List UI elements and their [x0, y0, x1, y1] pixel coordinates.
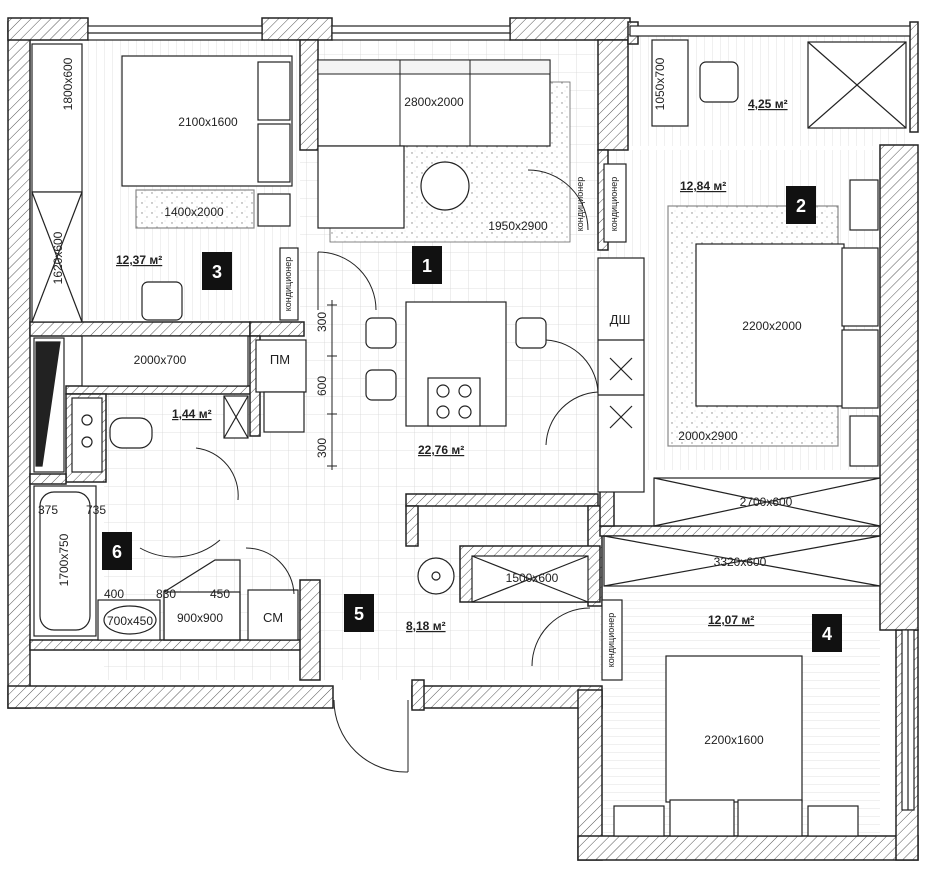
badge-room3-text: 3 — [212, 262, 222, 282]
badge-room1-text: 1 — [422, 256, 432, 276]
windows — [87, 25, 915, 811]
room3-furniture — [31, 43, 299, 387]
room4-furniture — [601, 535, 881, 837]
ac-label-living: кондиционер — [575, 177, 585, 231]
room5-area: 8,18 м² — [406, 619, 446, 633]
badge-room3 — [202, 252, 232, 290]
ac-label-room2: кондиционер — [609, 177, 619, 231]
coffee-table — [420, 161, 470, 211]
living-rug — [317, 59, 571, 243]
dim-400: 400 — [104, 587, 124, 601]
wardrobe-hall-label: 1500x600 — [506, 571, 559, 585]
badge-room5 — [344, 594, 374, 632]
rug-living-label: 1950x2900 — [488, 219, 548, 233]
badge-room2 — [786, 186, 816, 224]
room2-furniture — [603, 163, 881, 527]
room2-area: 12,84 м² — [680, 179, 726, 193]
rug-room3-label: 1400x2000 — [164, 205, 224, 219]
dim-600: 600 — [315, 376, 329, 396]
doors — [139, 169, 599, 773]
dim-375: 375 — [38, 503, 58, 517]
washer-sm-label: СМ — [263, 610, 283, 625]
room-badges: 3 1 2 4 5 6 — [102, 186, 842, 652]
balcony-area: 4,25 м² — [748, 97, 788, 111]
balcony-furniture — [651, 39, 907, 129]
wardrobe-room2-label: 2700x600 — [740, 495, 793, 509]
ac-label-room4: кондиционер — [606, 613, 616, 667]
badge-room6 — [102, 532, 132, 570]
badge-room6-text: 6 — [112, 542, 122, 562]
room1-area: 22,76 м² — [418, 443, 464, 457]
kitchen-island — [365, 301, 547, 427]
bed-room3-label: 2100x1600 — [178, 115, 238, 129]
ac-label-room3: кондиционер — [283, 257, 293, 311]
kitchen-cabinets — [597, 257, 645, 493]
dim-735: 735 — [86, 503, 106, 517]
bath-label: 1700x750 — [57, 533, 71, 586]
dim-450: 450 — [210, 587, 230, 601]
sofa-chaise — [317, 145, 405, 229]
kitchen-dim-line — [327, 300, 337, 470]
badge-room1 — [412, 246, 442, 284]
balcony-table-label: 1050x700 — [653, 57, 667, 110]
bath-furniture — [33, 337, 249, 641]
dim-300a: 300 — [315, 312, 329, 332]
sink-bath-label: 700x450 — [107, 614, 153, 628]
badge-room2-text: 2 — [796, 196, 806, 216]
dim-300b: 300 — [315, 438, 329, 458]
badge-room4 — [812, 614, 842, 652]
hall-furniture — [247, 339, 589, 641]
shower-label: 900x900 — [177, 611, 223, 625]
bed-room4-label: 2200x1600 — [704, 733, 764, 747]
labels: 2800x2000 1950x2900 2100x1600 1400x2000 … — [38, 57, 802, 747]
badge-room5-text: 5 — [354, 604, 364, 624]
wardrobe-room3-hall-label: 2000x700 — [134, 353, 187, 367]
wardrobe-room3-bottom-label: 1620x600 — [51, 231, 65, 284]
dim-830: 830 — [156, 587, 176, 601]
wc-area: 1,44 м² — [172, 407, 212, 421]
rug-room2-label: 2000x2900 — [678, 429, 738, 443]
room4-area: 12,07 м² — [708, 613, 754, 627]
bed-room2-label: 2200x2000 — [742, 319, 802, 333]
badge-room4-text: 4 — [822, 624, 832, 644]
wardrobe-room3-top-label: 1800x600 — [61, 57, 75, 110]
dishwasher-label: ДШ — [610, 312, 631, 327]
washer-pm-label: ПМ — [270, 352, 290, 367]
wardrobe-room4-label: 3320x600 — [714, 555, 767, 569]
sofa-label: 2800x2000 — [404, 95, 464, 109]
room3-area: 12,37 м² — [116, 253, 162, 267]
